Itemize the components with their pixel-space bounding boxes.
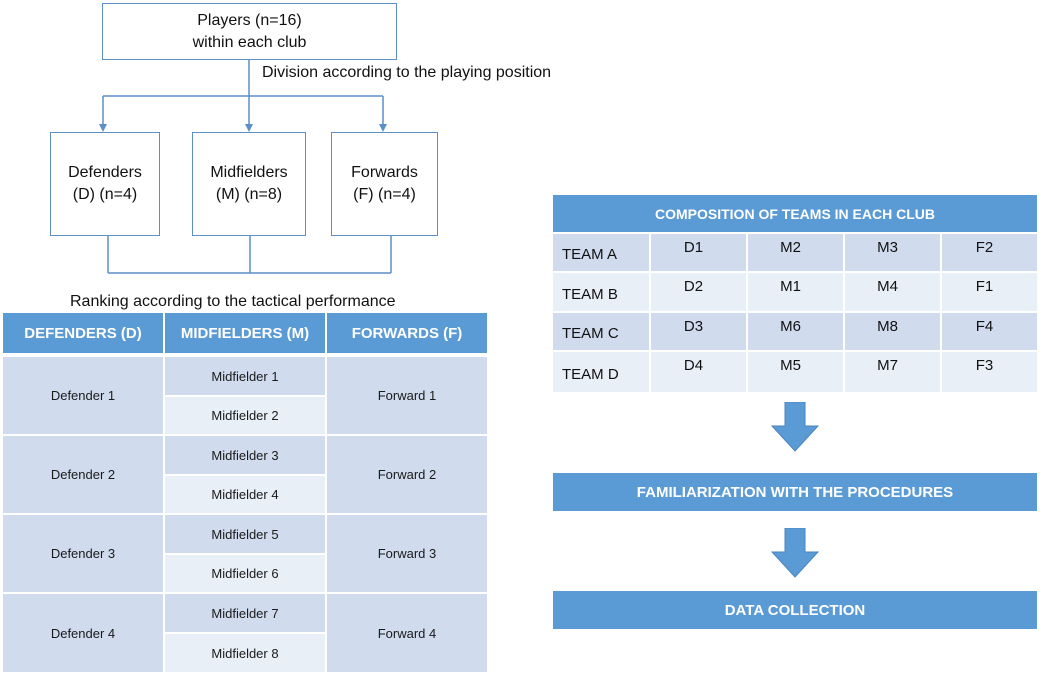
team-cell: M5 [748,352,843,392]
forwards-box-line2: (F) (n=4) [353,186,416,203]
midfielder-cell: Midfielder 1 [165,357,325,395]
forwards-box-line1: Forwards [351,164,418,181]
defender-cell: Defender 1 [3,357,163,434]
team-cell: M6 [748,313,843,350]
midfielder-cell: Midfielder 3 [165,436,325,474]
team-label: TEAM A [553,234,649,271]
team-cell: M4 [845,273,940,311]
team-cell: D1 [651,234,746,271]
header-midfielders: MIDFIELDERS (M) [165,313,325,353]
ranking-label: Ranking according to the tactical perfor… [70,293,396,310]
defenders-box-line2: (D) (n=4) [72,186,138,203]
midfielder-cell: Midfielder 2 [165,397,325,434]
composition-table: COMPOSITION OF TEAMS IN EACH CLUB TEAM A… [553,195,1037,392]
midfielder-cell: Midfielder 4 [165,476,325,513]
team-label: TEAM B [553,273,649,311]
forwards-box: Forwards (F) (n=4) [331,132,438,236]
team-cell: M7 [845,352,940,392]
midfielders-box-line1: Midfielders [210,164,288,181]
defender-cell: Defender 4 [3,594,163,672]
team-cell: D3 [651,313,746,350]
team-cell: M1 [748,273,843,311]
down-arrow-icon [771,528,819,578]
midfielder-cell: Midfielder 8 [165,634,325,672]
team-cell: M3 [845,234,940,271]
team-cell: F2 [942,234,1037,271]
team-cell: F1 [942,273,1037,311]
composition-title: COMPOSITION OF TEAMS IN EACH CLUB [553,195,1037,232]
team-cell: F3 [942,352,1037,392]
midfielder-cell: Midfielder 6 [165,555,325,592]
division-label: Division according to the playing positi… [262,64,552,81]
midfielder-cell: Midfielder 7 [165,594,325,632]
midfielder-cell: Midfielder 5 [165,515,325,553]
down-arrow-icon [771,402,819,452]
players-box: Players (n=16) within each club [102,3,397,60]
defenders-box-line1: Defenders [68,164,142,181]
team-label: TEAM D [553,352,649,392]
players-box-line2: within each club [192,33,307,51]
players-box-line1: Players (n=16) [197,11,302,29]
forward-cell: Forward 3 [327,515,487,592]
header-defenders: DEFENDERS (D) [3,313,163,353]
forward-cell: Forward 1 [327,357,487,434]
defender-cell: Defender 3 [3,515,163,592]
team-cell: F4 [942,313,1037,350]
team-cell: M2 [748,234,843,271]
familiarization-step: FAMILIARIZATION WITH THE PROCEDURES [553,473,1037,511]
team-cell: M8 [845,313,940,350]
midfielders-box: Midfielders (M) (n=8) [192,132,306,236]
midfielders-box-line2: (M) (n=8) [215,186,283,203]
team-cell: D2 [651,273,746,311]
team-label: TEAM C [553,313,649,350]
header-forwards: FORWARDS (F) [327,313,487,353]
team-cell: D4 [651,352,746,392]
forward-cell: Forward 4 [327,594,487,672]
data-collection-step: DATA COLLECTION [553,591,1037,629]
forward-cell: Forward 2 [327,436,487,513]
defender-cell: Defender 2 [3,436,163,513]
ranking-table: DEFENDERS (D) MIDFIELDERS (M) FORWARDS (… [3,313,487,672]
defenders-box: Defenders (D) (n=4) [50,132,160,236]
